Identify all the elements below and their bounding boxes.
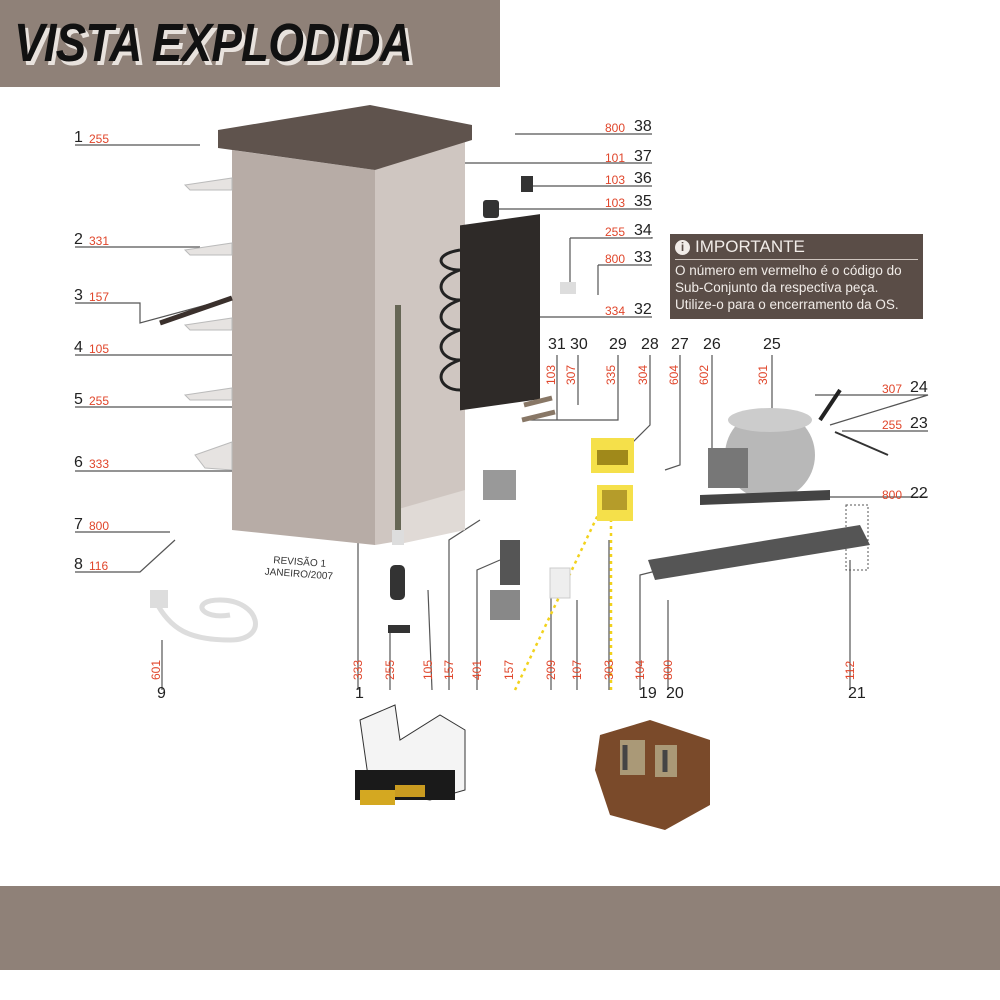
- subassembly-code: 800: [89, 519, 110, 533]
- subassembly-code: 105: [421, 659, 435, 680]
- part-number: 8: [74, 556, 83, 573]
- subassembly-code: 103: [544, 364, 558, 385]
- part-number: 32: [634, 301, 652, 318]
- subassembly-code: 401: [470, 659, 484, 680]
- header-bar: VISTA EXPLODIDA: [0, 0, 500, 87]
- note-line: Utilize-o para o encerramento da OS.: [675, 297, 899, 312]
- subassembly-code: 157: [89, 290, 110, 304]
- subassembly-code: 157: [442, 659, 456, 680]
- important-note: i IMPORTANTE O número em vermelho é o cód…: [670, 234, 923, 319]
- info-icon: i: [675, 239, 690, 255]
- subassembly-code: 255: [605, 225, 626, 239]
- part-number: 1: [74, 129, 83, 146]
- note-title: IMPORTANTE: [695, 237, 805, 256]
- subassembly-code: 105: [89, 342, 110, 356]
- page-title: VISTA EXPLODIDA: [14, 13, 413, 73]
- subassembly-code: 800: [605, 252, 626, 266]
- part-number: 7: [74, 516, 83, 533]
- subassembly-code: 103: [605, 196, 626, 210]
- part-number: 30: [570, 336, 588, 353]
- subassembly-code: 800: [605, 121, 626, 135]
- subassembly-code: 333: [351, 659, 365, 680]
- subassembly-code: 304: [636, 364, 650, 385]
- subassembly-code: 301: [756, 364, 770, 385]
- part-number: 31: [548, 336, 566, 353]
- part-number: 24: [910, 379, 928, 396]
- part-number: 6: [74, 454, 83, 471]
- part-number: 22: [910, 485, 928, 502]
- footer-band: [0, 886, 1000, 970]
- cabinet: [218, 105, 472, 545]
- part-number: 35: [634, 193, 652, 210]
- part-number: 37: [634, 148, 652, 165]
- subassembly-code: 255: [89, 132, 110, 146]
- part-number: 9: [157, 685, 166, 702]
- subassembly-code: 116: [89, 559, 109, 573]
- relay-photo-right: [595, 720, 710, 830]
- subassembly-code: 800: [882, 488, 903, 502]
- part-number: 38: [634, 118, 652, 135]
- part-number: 26: [703, 336, 721, 353]
- subassembly-code: 604: [667, 364, 681, 385]
- part-number: 3: [74, 287, 83, 304]
- subassembly-code: 307: [882, 382, 903, 396]
- note-line: O número em vermelho é o código do: [675, 263, 902, 278]
- subassembly-code: 601: [149, 659, 163, 680]
- part-number: 1: [355, 685, 364, 702]
- part-number: 27: [671, 336, 689, 353]
- part-number: 34: [634, 222, 652, 239]
- part-number: 21: [848, 685, 866, 702]
- subassembly-code: 209: [544, 659, 558, 680]
- subassembly-code: 112: [843, 660, 857, 680]
- subassembly-code: 255: [882, 418, 903, 432]
- subassembly-code: 303: [602, 659, 616, 680]
- subassembly-code: 157: [502, 659, 516, 680]
- part-number: 25: [763, 336, 781, 353]
- part-number: 29: [609, 336, 627, 353]
- subassembly-code: 101: [605, 151, 626, 165]
- shelves: [183, 177, 233, 471]
- relay-photo-left: [355, 704, 466, 805]
- subassembly-code: 255: [89, 394, 110, 408]
- part-number: 19: [639, 685, 657, 702]
- part-number: 20: [666, 685, 684, 702]
- part-number: 2: [74, 231, 83, 248]
- part-number: 36: [634, 170, 652, 187]
- part-number: 4: [74, 339, 83, 356]
- leader-lines: [75, 133, 929, 691]
- subassembly-code: 334: [605, 304, 626, 318]
- base-plate: [648, 525, 870, 580]
- part-number: 23: [910, 415, 928, 432]
- subassembly-code: 333: [89, 457, 110, 471]
- subassembly-code: 800: [661, 659, 675, 680]
- part-number: 5: [74, 391, 83, 408]
- subassembly-code: 103: [605, 173, 626, 187]
- condenser: [439, 214, 540, 411]
- part-number: 28: [641, 336, 659, 353]
- subassembly-code: 335: [604, 364, 618, 385]
- subassembly-code: 107: [570, 659, 584, 680]
- subassembly-code: 255: [383, 659, 397, 680]
- subassembly-code: 307: [564, 364, 578, 385]
- part-number: 33: [634, 249, 652, 266]
- subassembly-code: 602: [697, 364, 711, 385]
- note-line: Sub-Conjunto da respectiva peça.: [675, 280, 879, 295]
- subassembly-code: 104: [633, 659, 647, 680]
- subassembly-code: 331: [89, 234, 110, 248]
- compressor: [700, 408, 830, 505]
